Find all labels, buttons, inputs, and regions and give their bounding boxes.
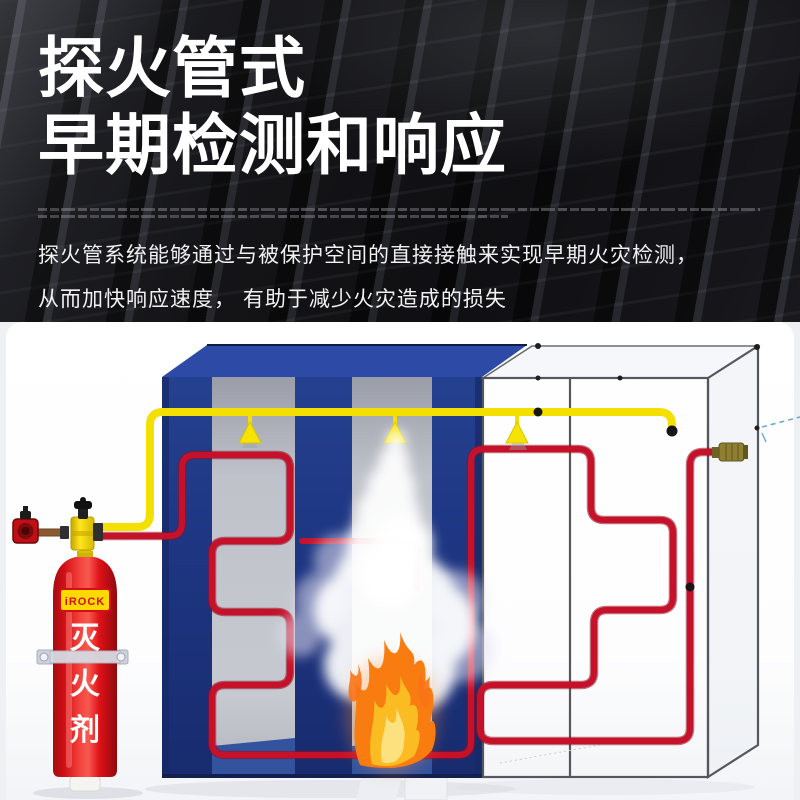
svg-text:灭: 灭	[70, 622, 101, 655]
micro-text-line	[38, 215, 508, 218]
pipe-fitting	[93, 523, 103, 541]
svg-text:剂: 剂	[70, 714, 100, 747]
agent-cylinder-assembly: iROCK 灭 火 剂	[12, 497, 129, 792]
sprinkler-nozzle	[238, 415, 262, 448]
page-title: 探火管式 早期检测和响应	[38, 30, 507, 184]
description-line-1: 探火管系统能够通过与被保护空间的直接接触来实现早期火灾检测，	[38, 244, 698, 267]
micro-text-line	[38, 208, 760, 211]
pipe-fitting	[60, 526, 69, 539]
title-line-1: 探火管式	[38, 31, 306, 105]
end-of-line-device	[712, 442, 748, 462]
pipe-fitting-dot	[533, 407, 543, 417]
wall-bracket-strap	[39, 650, 126, 664]
description-line-2: 从而加快响应速度， 有助于减少火灾造成的损失	[38, 288, 507, 312]
cylinder-foot	[69, 775, 101, 792]
cylinder-brand-text: iROCK	[65, 596, 105, 608]
ground-shadows	[33, 776, 755, 800]
hero-description: 探火管系统能够通过与被保护空间的直接接触来实现早期火灾检测， 从而加快响应速度，…	[38, 234, 698, 322]
sprinkler-nozzle	[505, 415, 529, 450]
cylinder-label-text: 灭 火 剂	[70, 622, 101, 747]
fire-flames	[346, 632, 438, 773]
micro-text-strip	[38, 208, 760, 222]
svg-text:火: 火	[70, 668, 100, 701]
hero-banner: 探火管式 早期检测和响应 探火管系统能够通过与被保护空间的直接接触来实现早期火灾…	[0, 0, 800, 340]
valve-knob	[78, 506, 88, 519]
pressure-gauge	[12, 506, 39, 544]
discharge-pipe-main	[93, 408, 676, 531]
tube-fitting-dot	[685, 582, 695, 592]
leader-line	[761, 416, 800, 443]
cylinder-brand-label: iROCK	[59, 588, 111, 612]
cylinder-neck-flange	[77, 551, 93, 557]
title-line-2: 早期检测和响应	[38, 108, 507, 183]
pipe-end-fitting	[666, 425, 678, 437]
frame-fitting-dots	[535, 343, 760, 431]
cylinder-valve	[70, 497, 95, 551]
discharge-pipe	[93, 407, 678, 531]
